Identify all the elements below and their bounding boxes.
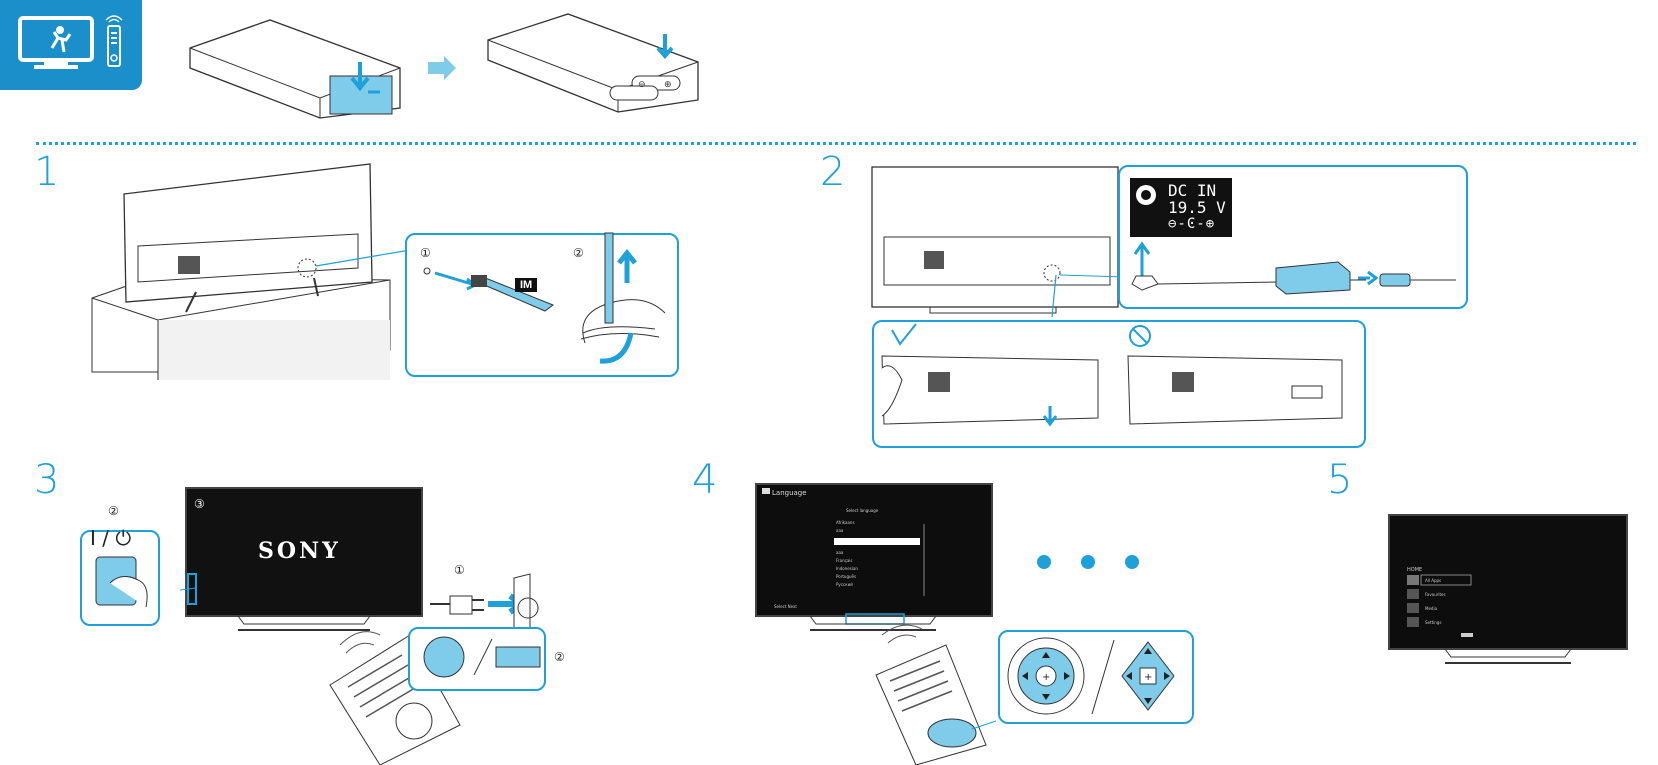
language-item: Afrikaans — [836, 520, 855, 525]
language-item: aaa — [836, 550, 844, 555]
header-badge — [0, 0, 142, 90]
dc-in-label: DC IN — [1168, 181, 1217, 200]
progress-dot — [1037, 555, 1051, 569]
home-menu-item: Media — [1425, 606, 1438, 611]
step1-tv-back-drawing — [91, 163, 411, 380]
step4-remote-drawing — [875, 624, 997, 765]
progress-dot — [1081, 555, 1095, 569]
circled-number-3: ③ — [194, 497, 205, 511]
svg-text:⊖: ⊖ — [638, 80, 646, 90]
ac-adapter-drawing — [1131, 241, 1456, 295]
step-number-3: 3 — [34, 457, 60, 503]
language-item: Indonesian — [836, 566, 858, 571]
circled-number-2: ② — [554, 650, 565, 664]
remote-navigation-detail: + + — [1007, 637, 1175, 715]
svg-text:⊕: ⊕ — [664, 80, 672, 90]
power-button-detail: ② I / ⏻ — [90, 504, 148, 608]
svg-text:+: + — [1042, 672, 1050, 683]
prohibited-icon — [1129, 325, 1151, 347]
step5-tv-home-screen: HOME All Apps Favourites Media Settings — [1388, 514, 1628, 664]
step-number-5: 5 — [1327, 457, 1353, 503]
language-title: Language — [772, 489, 807, 497]
dc-voltage-label: 19.5 V — [1168, 198, 1226, 217]
remote-open-drawing — [189, 19, 401, 119]
step3-tv-drawing: ③ — [179, 487, 423, 631]
circled-number-1: ① — [420, 246, 431, 260]
dc-jack-icon — [1136, 185, 1156, 205]
circled-number-1: ① — [454, 563, 465, 577]
power-symbol-label: I / ⏻ — [90, 526, 131, 550]
battery-insertion-diagram: ⊖ ⊕ — [189, 13, 699, 119]
step2-grip-detail — [881, 323, 1343, 427]
home-menu-item: Settings — [1425, 620, 1441, 625]
language-item-selected — [834, 538, 920, 545]
power-plug-drawing: ① — [430, 563, 539, 645]
section-divider — [36, 142, 1636, 145]
step-number-1: 1 — [34, 149, 60, 195]
home-menu-item: Favourites — [1425, 592, 1446, 597]
step1-cable-tie-detail: ① ② — [420, 232, 666, 364]
home-menu-item: All Apps — [1425, 578, 1441, 583]
step4-tv-language-screen: Language Select language Afrikaans aaa a… — [755, 483, 993, 631]
language-item: Português — [836, 574, 856, 579]
language-item: Français — [836, 558, 853, 563]
progress-dot — [1125, 555, 1139, 569]
home-menu-title: HOME — [1407, 567, 1422, 573]
check-icon — [891, 323, 917, 346]
language-footer: Select Next — [774, 604, 797, 609]
circled-number-2: ② — [573, 246, 584, 260]
circled-number-2: ② — [108, 504, 119, 518]
step2-tv-back-drawing — [871, 166, 1127, 318]
step-number-4: 4 — [692, 457, 718, 503]
language-item: aaa — [836, 528, 844, 533]
tv-remote-icon — [18, 15, 123, 69]
language-item: Pусский — [836, 582, 853, 587]
step-number-2: 2 — [820, 149, 846, 195]
svg-text:+: + — [1144, 672, 1152, 683]
im-label: IM — [515, 278, 538, 292]
remote-batteries-drawing: ⊖ ⊕ — [487, 13, 699, 113]
language-subtitle: Select language — [846, 508, 879, 513]
remote-power-detail: ② — [423, 636, 565, 678]
polarity-icon: ⊖-Ͼ-⊕ — [1168, 216, 1216, 232]
next-arrow-icon — [428, 56, 456, 80]
sony-logo: SONY — [258, 538, 341, 564]
